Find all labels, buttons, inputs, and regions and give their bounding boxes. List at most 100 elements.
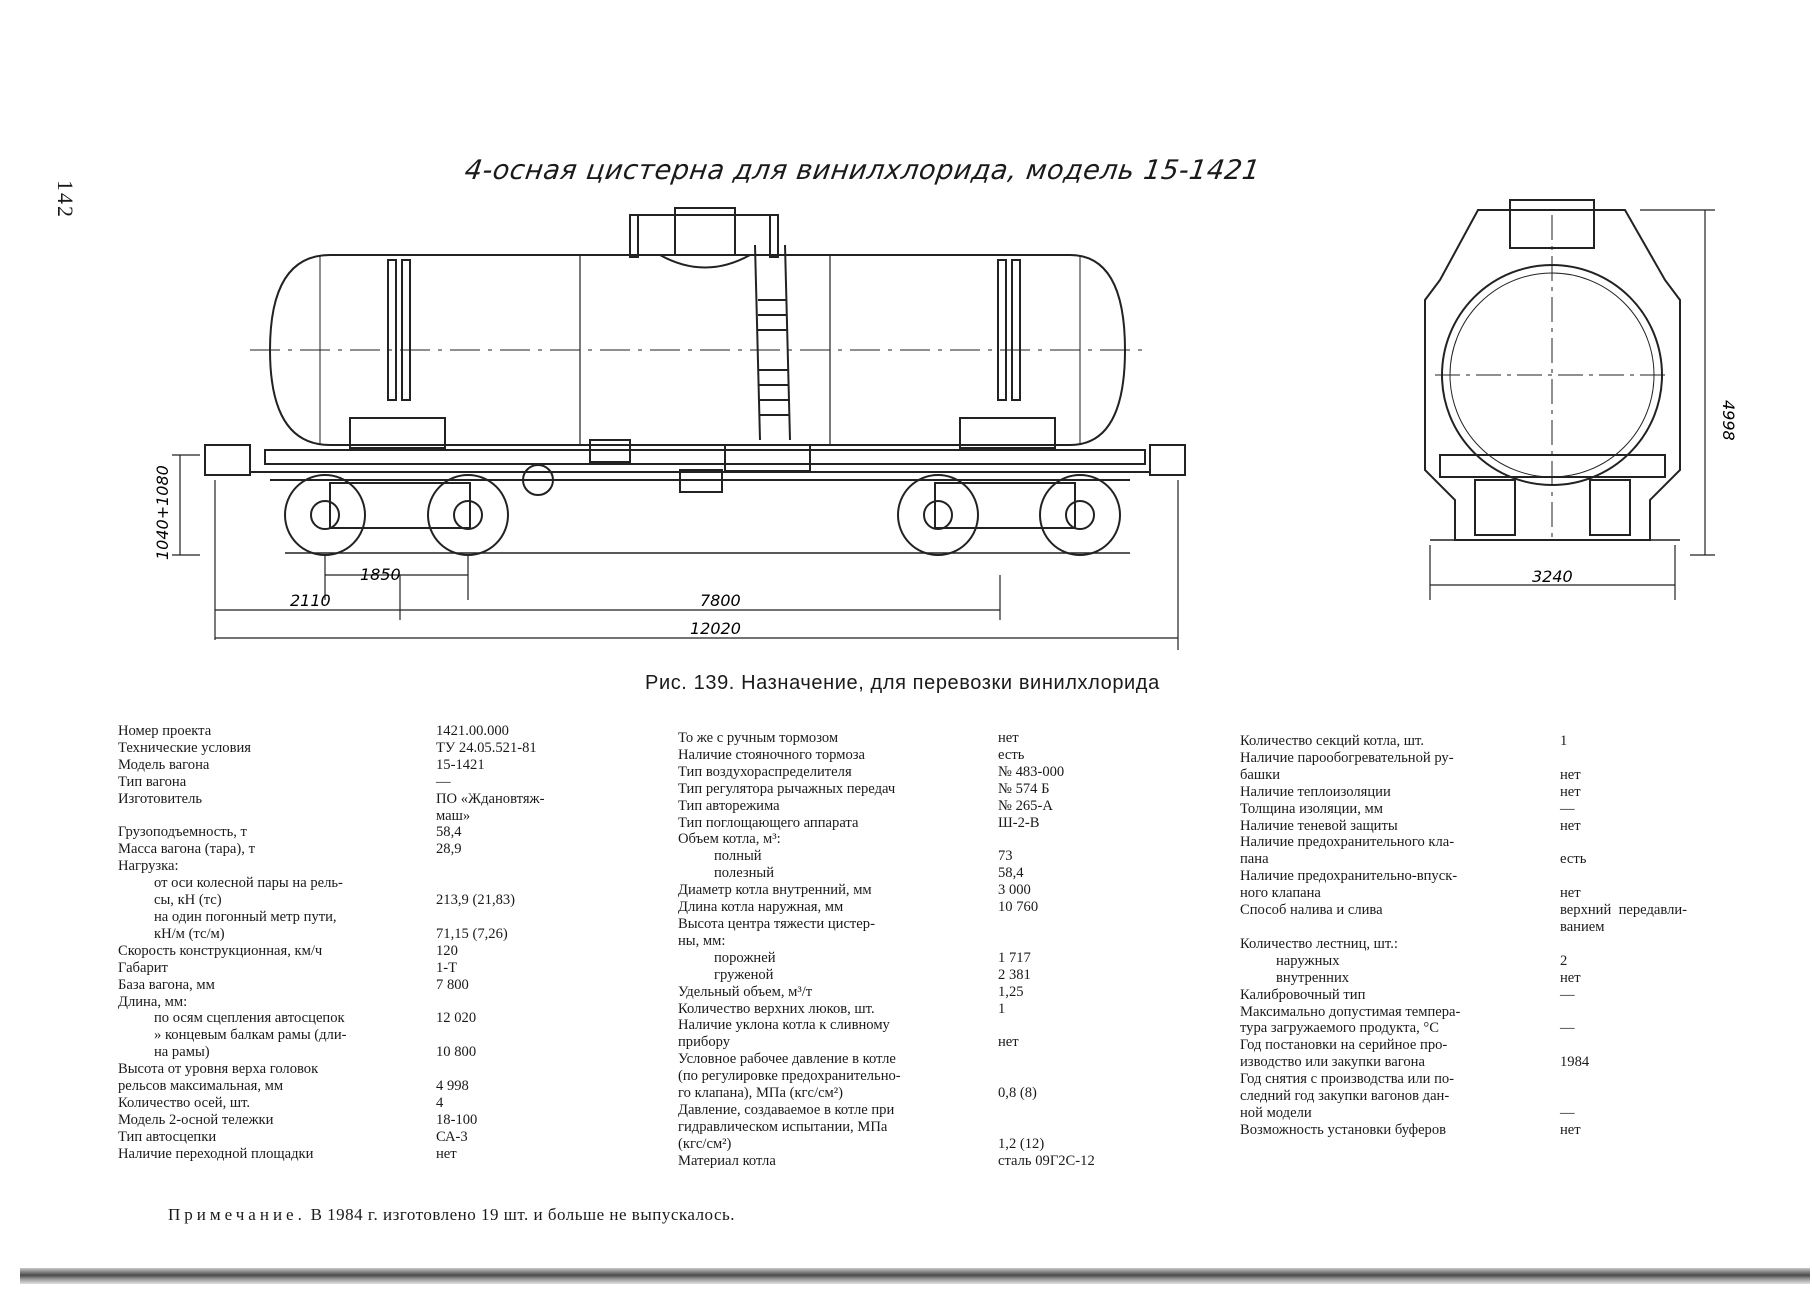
spec-value: нет [1560, 766, 1581, 783]
dim-width: 3240 [1532, 567, 1573, 586]
spec-label: груженой [714, 966, 774, 983]
spec-label: Наличие предохранительного кла- пана [1240, 834, 1455, 868]
spec-label: Длина, мм: [118, 993, 188, 1010]
spec-label: То же с ручным тормозом [678, 730, 839, 746]
spec-label: Тип регулятора рычажных передач [678, 780, 896, 797]
spec-label: Год снятия с производства или по- следни… [1240, 1071, 1455, 1121]
spec-label: Масса вагона (тара), т [118, 841, 255, 858]
spec-row: Объем котла, м³: [678, 831, 1148, 848]
wheel [427, 474, 509, 556]
spec-label: Номер проекта [118, 723, 212, 739]
spec-value: — [1560, 1104, 1575, 1121]
spec-row: Тип воздухораспределителя № 483-000 [678, 764, 1148, 781]
dim-height-coupler: 1040+1080 [153, 465, 172, 560]
tank-body [268, 254, 1127, 446]
dim-height: 4998 [1719, 400, 1738, 441]
spec-label: Нагрузка: [118, 858, 179, 875]
spec-row: Год снятия с производства или по- следни… [1240, 1071, 1740, 1122]
spec-row: Количество верхних люков, шт. 1 [678, 1001, 1148, 1018]
spec-label: Скорость конструкционная, км/ч [118, 942, 323, 959]
spec-label: Количество осей, шт. [118, 1094, 251, 1111]
spec-value [436, 858, 576, 875]
spec-label: Габарит [118, 959, 168, 976]
dim-car-base: 7800 [700, 591, 741, 610]
spec-row: Высота центра тяжести цистер- ны, мм: [678, 916, 1148, 950]
spec-value: 1,2 (12) [998, 1135, 1045, 1152]
spec-label: по осям сцепления автосцепок [154, 1010, 345, 1027]
spec-label: Высота от уровня верха головок рельсов м… [118, 1061, 319, 1095]
wheel [1039, 474, 1121, 556]
figure-caption: Рис. 139. Назначение, для перевозки вини… [645, 672, 1160, 694]
spec-value: — [1560, 1020, 1575, 1037]
spec-label: Материал котла [678, 1152, 776, 1169]
spec-value: Ш-2-В [998, 814, 1040, 831]
spec-label: Модель вагона [118, 756, 210, 773]
spec-value [998, 916, 1146, 950]
spec-value: нет [1560, 783, 1581, 800]
dim-length: 12020 [690, 619, 741, 638]
spec-row: Тип поглощающего аппарата Ш-2-В [678, 815, 1148, 832]
spec-row: Калибровочный тип— [1240, 987, 1740, 1004]
spec-label: Грузоподъемность, т [118, 824, 247, 841]
footnote-head: Примечание. [168, 1205, 306, 1224]
spec-row: » концевым балкам рамы (дли- на рамы) 10… [118, 1027, 578, 1061]
spec-value: есть [998, 746, 1025, 763]
spec-value: 10 800 [436, 1044, 477, 1061]
spec-label: Тип авторежима [678, 797, 780, 814]
spec-value: 120 [436, 942, 458, 959]
spec-row: Наличие парообогревательной ру- башки не… [1240, 750, 1740, 784]
spec-label: внутренних [1276, 969, 1350, 986]
spec-label: Количество лестниц, шт.: [1240, 935, 1398, 952]
spec-value: — [1560, 986, 1575, 1003]
spec-value: 4 [436, 1094, 444, 1111]
spec-label: Тип воздухораспределителя [678, 763, 852, 780]
spec-value: нет [998, 730, 1019, 746]
spec-value: № 483-000 [998, 763, 1065, 780]
spec-row: от оси колесной пары на рель- сы, кН (тс… [118, 875, 578, 909]
spec-row: Год постановки на серийное про- изводств… [1240, 1037, 1740, 1071]
spec-label: на один погонный метр пути, кН/м (тс/м) [154, 908, 337, 942]
spec-value: сталь 09Г2С-12 [998, 1152, 1095, 1169]
spec-value: есть [1560, 851, 1587, 868]
spec-value: 1 [998, 1000, 1006, 1017]
dim-overhang: 2110 [290, 591, 331, 610]
spec-label: » концевым балкам рамы (дли- на рамы) [154, 1027, 347, 1061]
dim-bogie-base: 1850 [360, 565, 401, 584]
spec-value: СА-3 [436, 1128, 468, 1145]
spec-row: Наличие уклона котла к сливному прибору … [678, 1017, 1148, 1051]
spec-value: ПО «Ждановтяж- маш» [436, 790, 545, 824]
spec-value: 1421.00.000 [436, 723, 509, 739]
spec-value: 3 000 [998, 882, 1031, 899]
footnote-text: В 1984 г. изготовлено 19 шт. и больше не… [305, 1205, 736, 1224]
spec-row: Номер проекта 1421.00.000 [118, 723, 578, 740]
spec-row: Тип вагона— [118, 774, 578, 791]
spec-label: Тип поглощающего аппарата [678, 814, 859, 831]
spec-value: 4 998 [436, 1078, 469, 1095]
spec-row: Наличие предохранительно-впуск- ного кла… [1240, 868, 1740, 902]
spec-label: Толщина изоляции, мм [1240, 800, 1383, 817]
spec-label: Модель 2-осной тележки [118, 1111, 274, 1128]
spec-value: ТУ 24.05.521-81 [436, 739, 537, 756]
spec-label: Количество верхних люков, шт. [678, 1000, 875, 1017]
spec-value: 1984 [1560, 1054, 1590, 1071]
spec-value: № 574 Б [998, 780, 1050, 797]
spec-label: Длина котла наружная, мм [678, 899, 844, 916]
spec-label: полезный [714, 865, 775, 882]
spec-label: Наличие парообогревательной ру- башки [1240, 749, 1454, 783]
